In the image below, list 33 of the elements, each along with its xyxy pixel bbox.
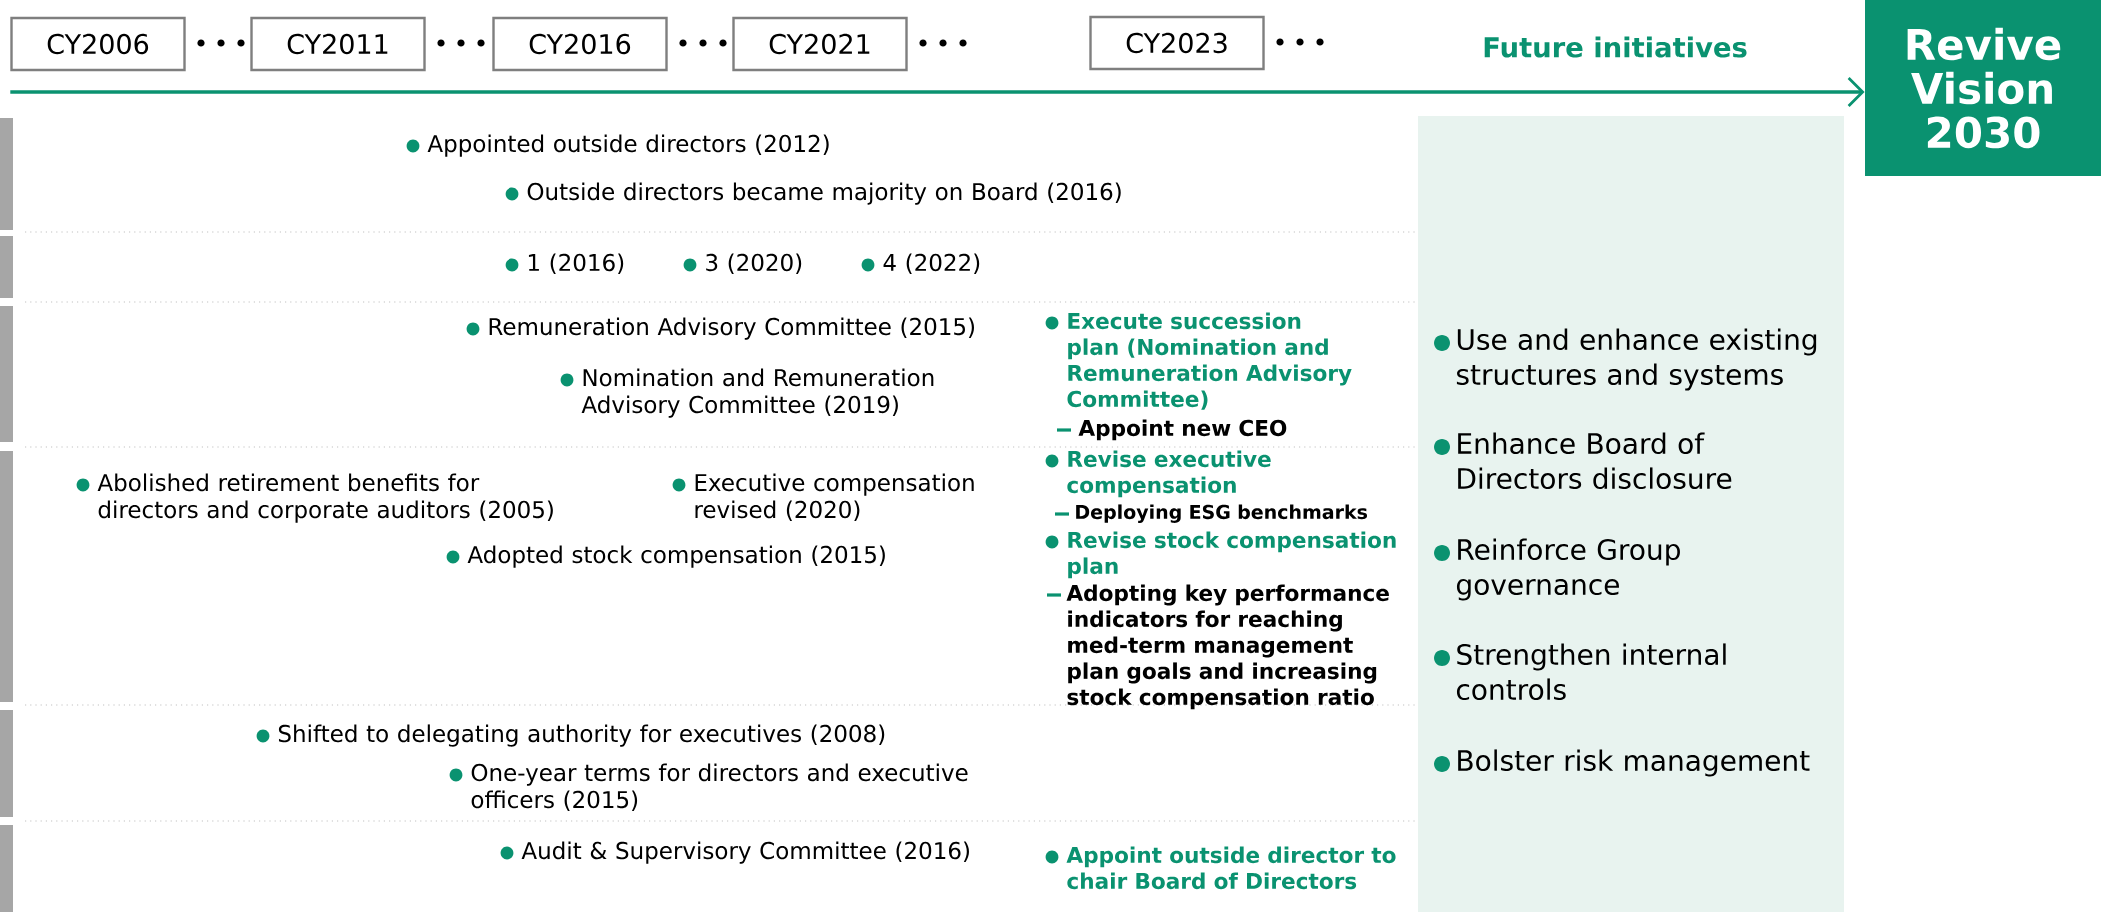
event-text: Executive compensation revised (2020) [695, 473, 974, 521]
plan-text: Revise stock compensation plan [1068, 531, 1396, 579]
event-text: Abolished retirement benefits for directors and corporate auditors (2005) [97, 473, 553, 523]
event-text: Audit & Supervisory Committee (2016) [521, 841, 969, 864]
goal-box: Revive Vision 2030 [1865, 0, 2101, 176]
year-box: CY2021 [732, 16, 908, 72]
initiative-text: Reinforce Group governance [1456, 538, 1680, 601]
plan-text: Revise executive compensation [1067, 450, 1271, 498]
event-text: 1 (2016) [528, 253, 624, 274]
event-text: Shifted to delegating authority for executives (2008) [278, 724, 885, 747]
year-box: CY2016 [492, 16, 668, 72]
year-box: CY2011 [250, 16, 426, 72]
event-text: 4 (2022) [883, 253, 980, 274]
sub-item-text: Adopting key performance indicators for reaching med-term management plan goals and increasing stock compensation ratio [1066, 584, 1389, 710]
event-text: Remuneration Advisory Committee (2015) [489, 317, 974, 340]
sub-item-text: Appoint new CEO [1078, 419, 1287, 441]
column-heading: Future initiatives [1484, 36, 1747, 58]
event-text: Appointed outside directors (2012) [427, 134, 829, 157]
event-text: Nomination and Remuneration Advisory Committee (2019) [581, 368, 934, 418]
event-text: One-year terms for directors and executive officers (2015) [471, 763, 968, 811]
initiative-text: Bolster risk management [1458, 749, 1810, 777]
initiative-text: Strengthen internal controls [1456, 643, 1726, 701]
sub-item-text: Deploying ESG benchmarks [1076, 504, 1368, 523]
plan-text: Execute succession plan (Nomination and Remuneration Advisory Committee) [1067, 312, 1352, 410]
event-text: Adopted stock compensation (2015) [467, 545, 885, 568]
event-text: Outside directors became majority on Board (2016) [527, 182, 1121, 205]
initiative-text: Use and enhance existing structures and systems [1456, 328, 1817, 391]
event-text: 3 (2020) [706, 253, 802, 274]
year-box: CY2006 [10, 16, 186, 72]
year-box: CY2023 [1089, 15, 1265, 71]
plan-text: Appoint outside director to chair Board of Directors [1066, 846, 1396, 890]
initiative-text: Enhance Board of Directors disclosure [1458, 432, 1732, 490]
timeline-arrow [10, 77, 1865, 107]
